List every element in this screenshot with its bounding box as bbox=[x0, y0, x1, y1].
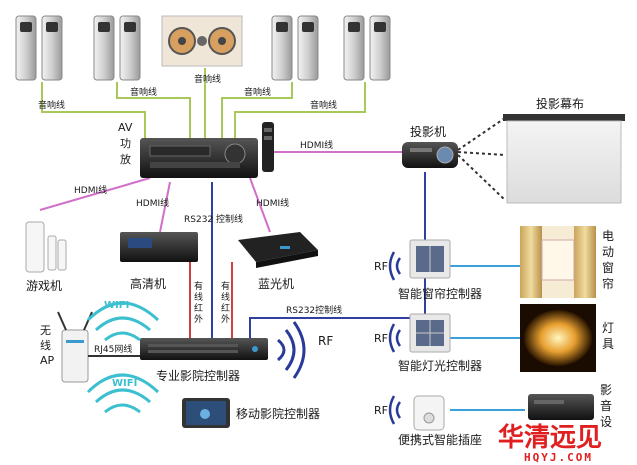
text-labels: 音响线 音响线 音响线 音响线 音响线 AV 功 放 HDMI线 HDMI线 H… bbox=[26, 73, 614, 447]
label-curtain-3: 窗 bbox=[602, 261, 614, 275]
speaker-center bbox=[161, 15, 243, 67]
wireless-ap bbox=[57, 311, 93, 383]
watermark-url: HQYJ.COM bbox=[524, 451, 593, 464]
speaker-front-right bbox=[343, 15, 391, 81]
rf-waves-socket bbox=[388, 395, 402, 425]
label-hdmi-projector: HDMI线 bbox=[300, 139, 333, 151]
smart-socket bbox=[413, 395, 445, 431]
label-rs232: RS232控制线 bbox=[286, 304, 342, 316]
speaker-wire-2 bbox=[116, 82, 191, 140]
label-mobile: 移动影院控制器 bbox=[236, 407, 320, 421]
label-ap-2: 线 bbox=[40, 338, 51, 352]
label-rj45: RJ45网线 bbox=[94, 343, 132, 355]
rf-device-links bbox=[450, 265, 525, 411]
label-rf-light: RF bbox=[374, 332, 388, 345]
wifi-waves-bottom bbox=[86, 373, 160, 414]
label-ir-1-b: 线 bbox=[194, 291, 203, 303]
label-rf-curtain: RF bbox=[374, 260, 388, 273]
speaker-right-surround bbox=[271, 15, 319, 81]
label-rf-socket: RF bbox=[374, 404, 388, 417]
remote-control bbox=[262, 122, 274, 172]
label-controller: 专业影院控制器 bbox=[156, 368, 240, 383]
label-audio-3: 设 bbox=[600, 415, 612, 429]
label-audio-1: 影 bbox=[600, 383, 612, 397]
label-av-1: AV bbox=[118, 121, 133, 134]
label-ir-2-d: 外 bbox=[221, 313, 230, 325]
light-controller bbox=[409, 313, 451, 353]
projector bbox=[402, 142, 458, 168]
label-av-2: 功 bbox=[120, 137, 131, 150]
speaker-wire-4 bbox=[221, 82, 293, 140]
hdmi-lines bbox=[39, 151, 405, 233]
label-ir-1-a: 有 bbox=[194, 280, 203, 292]
speaker-front-left bbox=[15, 15, 63, 81]
curtain-controller bbox=[409, 239, 451, 279]
av-amplifier bbox=[140, 138, 258, 178]
wifi-waves-top bbox=[86, 301, 160, 342]
label-hdmi-hd: HDMI线 bbox=[136, 197, 169, 209]
label-audio-2: 音 bbox=[600, 398, 612, 413]
label-screen: 投影幕布 bbox=[536, 96, 584, 111]
label-hdmi-bluray: HDMI线 bbox=[256, 197, 289, 209]
label-light-controller: 智能灯光控制器 bbox=[398, 358, 482, 373]
hdmi-line-bluray bbox=[249, 177, 271, 233]
label-curtain-controller: 智能窗帘控制器 bbox=[398, 286, 482, 301]
curtain-photo bbox=[520, 226, 596, 298]
watermark: 华清远见 HQYJ.COM bbox=[498, 422, 602, 464]
speaker-left-surround bbox=[93, 15, 141, 81]
label-projector: 投影机 bbox=[410, 124, 446, 139]
projection-beams bbox=[457, 117, 506, 201]
label-wifi-bottom: WIFI bbox=[112, 378, 137, 389]
av-equipment-photo bbox=[528, 394, 594, 420]
speaker-wire-5 bbox=[234, 82, 366, 140]
hdmi-line-hd bbox=[159, 181, 171, 233]
label-curtain-4: 帘 bbox=[602, 276, 614, 291]
label-ir-1-d: 外 bbox=[194, 313, 203, 325]
label-game-console: 游戏机 bbox=[26, 279, 62, 293]
label-lamp-2: 具 bbox=[602, 337, 614, 351]
label-ir-2-b: 线 bbox=[221, 291, 230, 303]
label-ap-1: 无 bbox=[40, 324, 51, 337]
game-console bbox=[25, 221, 67, 273]
label-wifi-top: WIFI bbox=[104, 300, 129, 311]
label-lamp-1: 灯 bbox=[602, 321, 614, 335]
projection-screen bbox=[503, 114, 625, 204]
watermark-brand: 华清远见 bbox=[498, 422, 602, 453]
label-curtain-2: 动 bbox=[602, 245, 614, 259]
label-ap-3: AP bbox=[40, 354, 55, 367]
label-wire-4: 音响线 bbox=[244, 86, 271, 98]
theater-controller bbox=[140, 338, 268, 360]
speaker-wires bbox=[41, 68, 366, 140]
mobile-controller bbox=[182, 398, 230, 428]
bluray-player bbox=[238, 232, 318, 268]
lamp-photo bbox=[520, 304, 596, 372]
label-hdmi-game: HDMI线 bbox=[74, 184, 107, 196]
label-rs232-control: RS232 控制线 bbox=[184, 213, 243, 225]
label-ir-2-a: 有 bbox=[221, 280, 230, 292]
rf-waves-controller bbox=[276, 321, 306, 379]
label-ir-2-c: 红 bbox=[221, 302, 230, 314]
label-rf-controller: RF bbox=[318, 334, 333, 348]
rf-waves-curtain bbox=[388, 251, 402, 281]
label-wire-center: 音响线 bbox=[194, 73, 221, 85]
hdmi-line-game bbox=[39, 177, 151, 211]
rf-waves-light bbox=[388, 323, 402, 353]
label-bluray: 蓝光机 bbox=[258, 277, 294, 291]
label-curtain-1: 电 bbox=[602, 229, 614, 243]
label-wire-2: 音响线 bbox=[130, 86, 157, 98]
label-av-3: 放 bbox=[120, 152, 131, 166]
hd-player bbox=[120, 232, 198, 262]
speaker-wire-1 bbox=[41, 82, 146, 140]
label-wire-1: 音响线 bbox=[38, 99, 65, 111]
label-wire-5: 音响线 bbox=[310, 99, 337, 111]
label-socket: 便携式智能插座 bbox=[398, 432, 482, 447]
label-hd-player: 高清机 bbox=[130, 276, 166, 291]
label-ir-1-c: 红 bbox=[194, 302, 203, 314]
